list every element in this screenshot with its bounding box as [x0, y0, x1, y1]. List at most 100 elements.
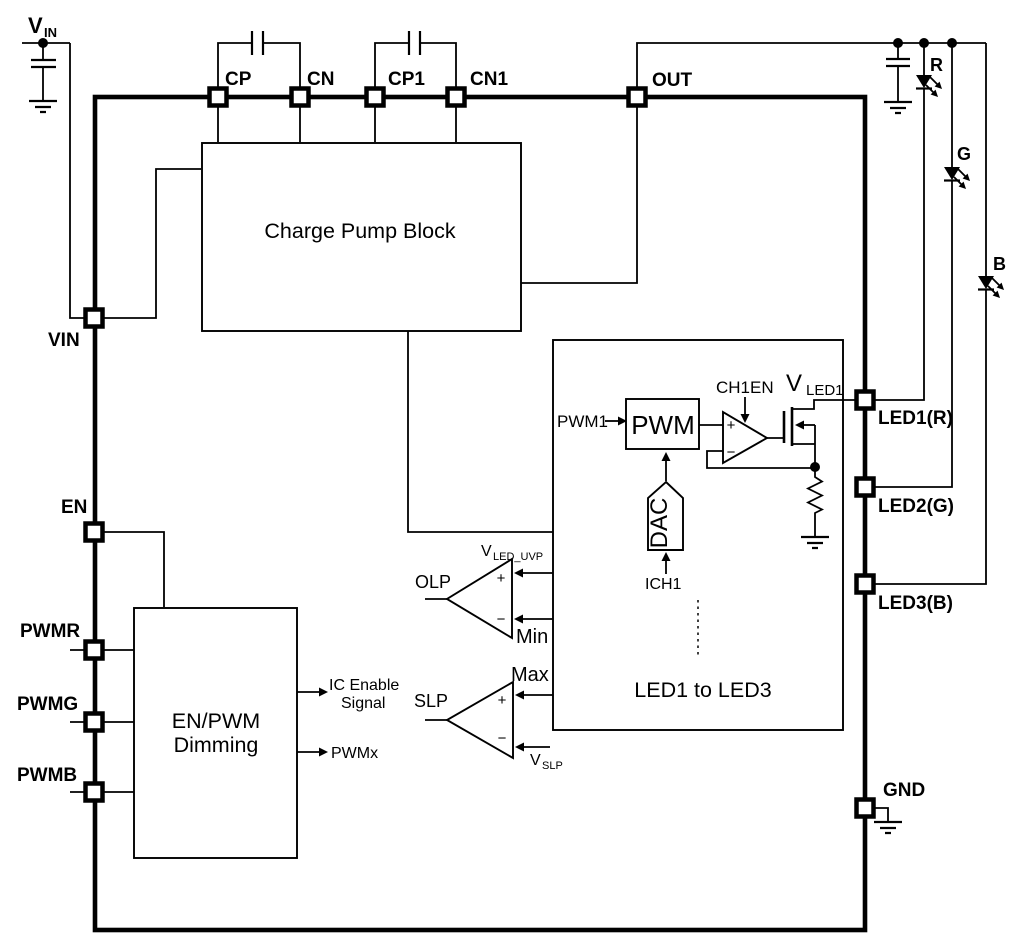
vin-to-chargepump-wire	[103, 168, 201, 319]
vled1-label: V	[786, 370, 802, 397]
led-string-blue	[874, 43, 1005, 585]
gnd-pin	[854, 797, 876, 819]
ich1-label: ICH1	[645, 576, 682, 593]
gnd-network	[874, 807, 902, 835]
pwmg-pin-label: PWMG	[17, 694, 78, 715]
output-capacitor-network	[884, 43, 912, 115]
ch1en-label: CH1EN	[716, 378, 774, 397]
ground-icon	[29, 99, 57, 114]
dac-shape	[647, 480, 684, 551]
arrow-left-icon	[515, 690, 524, 700]
cn-pin-label: CN	[307, 69, 334, 90]
slp-minus-label: −	[498, 730, 507, 747]
vin-supply-label: V	[28, 13, 43, 38]
dimming-output-arrows	[297, 687, 328, 757]
pwm-box-label: PWM	[631, 410, 695, 440]
led-string-red	[874, 43, 943, 401]
cn-pin	[289, 86, 311, 108]
cp1-pin	[364, 86, 386, 108]
opamp-minus-label: −	[727, 444, 736, 461]
chargepump-out-wire	[521, 104, 638, 284]
blue-led-label: B	[993, 254, 1006, 274]
en-pin-label: EN	[61, 497, 87, 518]
arrow-left-icon	[795, 420, 804, 430]
pwm-box	[625, 398, 700, 450]
arrow-right-icon	[618, 416, 627, 426]
vin-pin-label: VIN	[48, 330, 80, 351]
vin-supply-wire	[22, 42, 85, 319]
ic-enable-label-line1: IC Enable	[329, 677, 399, 694]
slp-triangle	[445, 680, 514, 760]
charge-pump-block-label: Charge Pump Block	[264, 219, 455, 243]
led1-pin	[854, 389, 876, 411]
olp-label: OLP	[415, 572, 451, 592]
channel-opamp	[722, 410, 769, 465]
out-pin-label: OUT	[652, 70, 693, 91]
vin-pin	[83, 307, 105, 329]
ground-icon	[801, 535, 829, 550]
vslp-label-sub: SLP	[542, 760, 563, 772]
led1-pin-label: LED1(R)	[878, 408, 953, 429]
arrow-left-icon	[514, 614, 523, 624]
olp-comparator: OLP V LED_UVP + − Min	[415, 543, 553, 648]
olp-plus-label: +	[497, 570, 506, 587]
slp-plus-label: +	[498, 692, 507, 709]
led2-pin-label: LED2(G)	[878, 496, 954, 517]
ground-icon	[884, 100, 912, 115]
chargepump-to-ledblock-wire	[407, 331, 553, 533]
out-pin	[626, 86, 648, 108]
channel1-circuit: PWM1 PWM + − CH1EN V LED1	[557, 370, 857, 658]
cp1-pin-label: CP1	[388, 69, 425, 90]
input-capacitor-icon	[31, 43, 56, 101]
gnd-pin-label: GND	[883, 780, 925, 801]
opamp-plus-label: +	[727, 417, 736, 434]
cn1-pin-label: CN1	[470, 69, 508, 90]
pwmx-label: PWMx	[331, 745, 378, 762]
cp-pin-label: CP	[225, 69, 252, 90]
olp-minus-label: −	[497, 611, 506, 628]
pwmb-pin	[83, 781, 105, 803]
ic-pins	[83, 86, 876, 819]
pwmg-pin	[83, 711, 105, 733]
dac-label: DAC	[646, 498, 673, 549]
green-led-label: G	[957, 144, 971, 164]
arrow-left-icon	[514, 568, 523, 578]
arrow-down-icon	[740, 414, 750, 423]
led-channels-block	[552, 339, 844, 731]
vled1-label-sub: LED1	[806, 382, 844, 399]
vslp-label: V	[530, 752, 541, 769]
charge-pump-block	[201, 142, 522, 332]
min-label: Min	[516, 626, 548, 648]
flying-capacitor-1-icon	[217, 31, 301, 88]
arrow-right-icon	[319, 687, 328, 697]
pwmr-pin-label: PWMR	[20, 621, 80, 642]
led-string-green	[874, 43, 971, 488]
led-red-icon	[916, 75, 943, 98]
dimming-block-label-line2: Dimming	[174, 733, 259, 757]
pwm1-label: PWM1	[557, 412, 608, 431]
cn1-pin	[445, 86, 467, 108]
pwmr-pin	[83, 639, 105, 661]
olp-triangle	[445, 557, 513, 640]
slp-comparator: SLP Max + − V SLP	[414, 664, 563, 772]
en-pwm-dimming-block	[133, 607, 298, 859]
en-wire	[103, 531, 165, 607]
ic-enable-label-line2: Signal	[341, 695, 385, 712]
arrow-up-icon	[661, 552, 671, 561]
pwm-pin-wires	[70, 649, 134, 793]
vleduvp-label: V	[481, 543, 492, 560]
slp-label: SLP	[414, 691, 448, 711]
max-label: Max	[511, 664, 549, 686]
mosfet-icon	[767, 399, 857, 467]
flying-capacitor-2-icon	[374, 31, 457, 88]
ground-icon	[874, 820, 902, 835]
cp-pin	[207, 86, 229, 108]
arrow-right-icon	[319, 747, 328, 757]
led-green-icon	[944, 167, 971, 190]
led-channels-label: LED1 to LED3	[634, 678, 771, 702]
en-pin	[83, 521, 105, 543]
pwmb-pin-label: PWMB	[17, 765, 77, 786]
led3-pin	[854, 573, 876, 595]
